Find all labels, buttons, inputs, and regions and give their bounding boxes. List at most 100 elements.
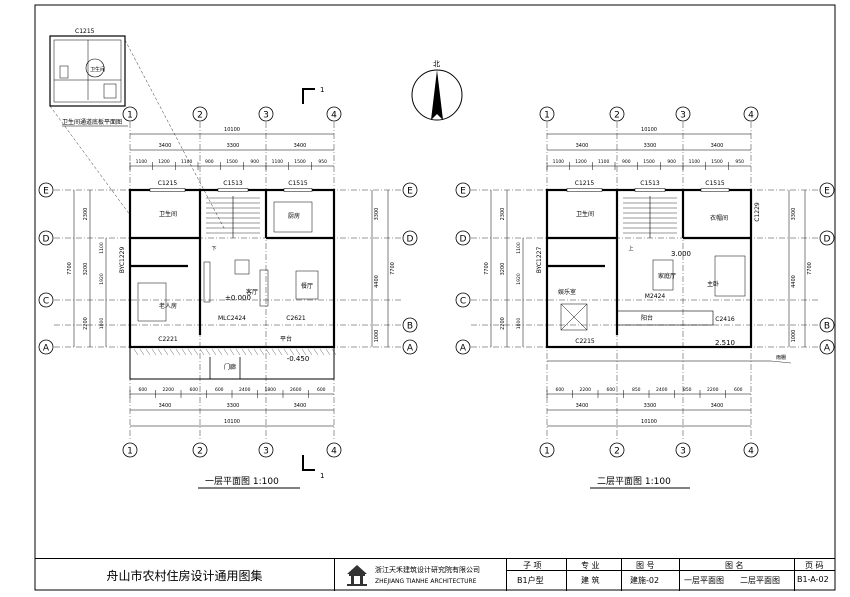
axis-label-col: 4 [331,111,337,121]
axis-label-col: 3 [263,111,269,121]
plan1-title: 一层平面图 1:100 [205,476,279,487]
dim-top: 3400 [711,143,724,149]
dim-right: 4400 [374,275,380,288]
dim-bottom-sub: 600 [189,387,198,393]
axis-bubble-col [539,442,555,458]
axis-label-row: D [460,235,467,245]
room-label-family: 家庭厅 [658,272,676,280]
dim-right-total: 7700 [390,262,396,275]
dim-top-sub: 1500 [643,159,655,165]
axis-label-row: C [43,297,49,307]
axis-label-row: A [43,344,50,354]
dim-top-sub: 1500 [294,159,306,165]
axis-label-col: 4 [331,447,337,457]
axis-bubble-row [402,339,418,355]
dim-top-sub: 1500 [226,159,238,165]
elevation-low: 2.510 [715,339,735,347]
window [700,188,730,192]
dim-top-sub: 900 [250,159,259,165]
dim-bottom-sub: 600 [606,387,615,393]
dim-total-top: 10100 [641,127,657,133]
company-name-en: ZHEJIANG TIANHE ARCHITECTURE [375,578,477,585]
dim-top: 3300 [644,143,657,149]
room-label-dining: 餐厅 [301,282,313,290]
balcony [616,310,714,326]
section-mark-top-number: 1 [320,86,324,94]
axis-bubble-col [258,106,274,122]
header-drawing-name: 图 名 [725,561,744,570]
axis-label-row: E [407,187,413,197]
dim-bottom-sub: 2200 [707,387,719,393]
room-label-elder: 老人房 [159,302,177,310]
plan2-title: 二层平面图 1:100 [597,476,671,487]
header-drawing-no: 图 号 [636,561,655,570]
room-label-master: 主卧 [707,280,719,288]
dim-top-sub: 1200 [575,159,587,165]
company-cell: 浙江天禾建筑设计研究院有限公司 ZHEJIANG TIANHE ARCHITEC… [334,559,506,591]
terrace-hatch [283,348,289,356]
dim-top-sub: 1500 [711,159,723,165]
terrace-hatch [235,348,241,356]
dim-top-sub: 1200 [158,159,170,165]
terrace-hatch [247,348,253,356]
elevation-main: 3.000 [671,250,691,258]
dim-left-sub: 1920 [516,273,522,285]
room-label-porch: 门廊 [224,363,236,371]
terrace-hatch [151,348,157,356]
axis-bubble-row [819,317,835,333]
axis-bubble-col [743,442,759,458]
terrace-hatch [319,348,325,356]
dim-left: 2300 [83,208,89,221]
terrace-hatch [229,348,235,356]
axis-label-row: A [407,344,414,354]
detail-inset: C1215 卫生间 卫生间通道底板平面图 [49,28,226,231]
terrace-hatch [133,348,139,356]
dim-right: 1000 [374,330,380,343]
dim-bottom-sub: 600 [317,387,326,393]
axis-bubble-row [819,182,835,198]
section-mark-bottom-number: 1 [320,472,324,480]
terrace-hatch [211,348,217,356]
family-sofa [652,259,674,291]
dim-left-sub: 1100 [516,242,522,254]
axis-bubble-col [326,442,342,458]
dim-bottom-sub: 2200 [163,387,175,393]
door-label: MLC2424 [218,315,246,322]
mahjong-cross [560,303,588,331]
axis-label-row: A [824,344,831,354]
terrace-hatch [205,348,211,356]
window-label-c1229: C1229 [754,202,761,222]
value-drawing-name-1: 一层平面图 [684,576,724,585]
axis-bubble-row [455,182,471,198]
window-label: C1215 [158,180,178,187]
dim-top-sub: 1100 [272,159,284,165]
window-label-c2621: C2621 [286,315,306,322]
axis-bubble-col [326,106,342,122]
axis-label-row: E [43,187,49,197]
terrace-hatch [145,348,151,356]
axis-bubble-col [122,442,138,458]
terrace-hatch [259,348,265,356]
tea-table [234,259,250,275]
axis-bubble-row [38,230,54,246]
axis-label-col: 3 [680,111,686,121]
axis-bubble-row [819,230,835,246]
sheet-border [34,4,836,591]
axis-label-col: 4 [748,111,754,121]
dim-top-sub: 950 [735,159,744,165]
dim-bottom-sub: 600 [555,387,564,393]
dim-right-total: 7700 [807,262,813,275]
mahjong-table [560,303,588,331]
bed [137,282,167,322]
dim-left: 2200 [83,317,89,330]
dim-bottom-sub: 600 [734,387,743,393]
dim-bottom: 3400 [711,403,724,409]
window [634,188,666,192]
axis-label-col: 1 [127,111,133,121]
title-block: 舟山市农村住房设计通用图集 浙江天禾建筑设计研究院有限公司 ZHEJIANG T… [35,558,835,591]
value-drawing-name-2: 二层平面图 [740,576,780,585]
terrace-hatch [241,348,247,356]
dim-bottom-sub: 600 [138,387,147,393]
axis-bubble-row [402,317,418,333]
dim-bottom-sub: 850 [632,387,641,393]
